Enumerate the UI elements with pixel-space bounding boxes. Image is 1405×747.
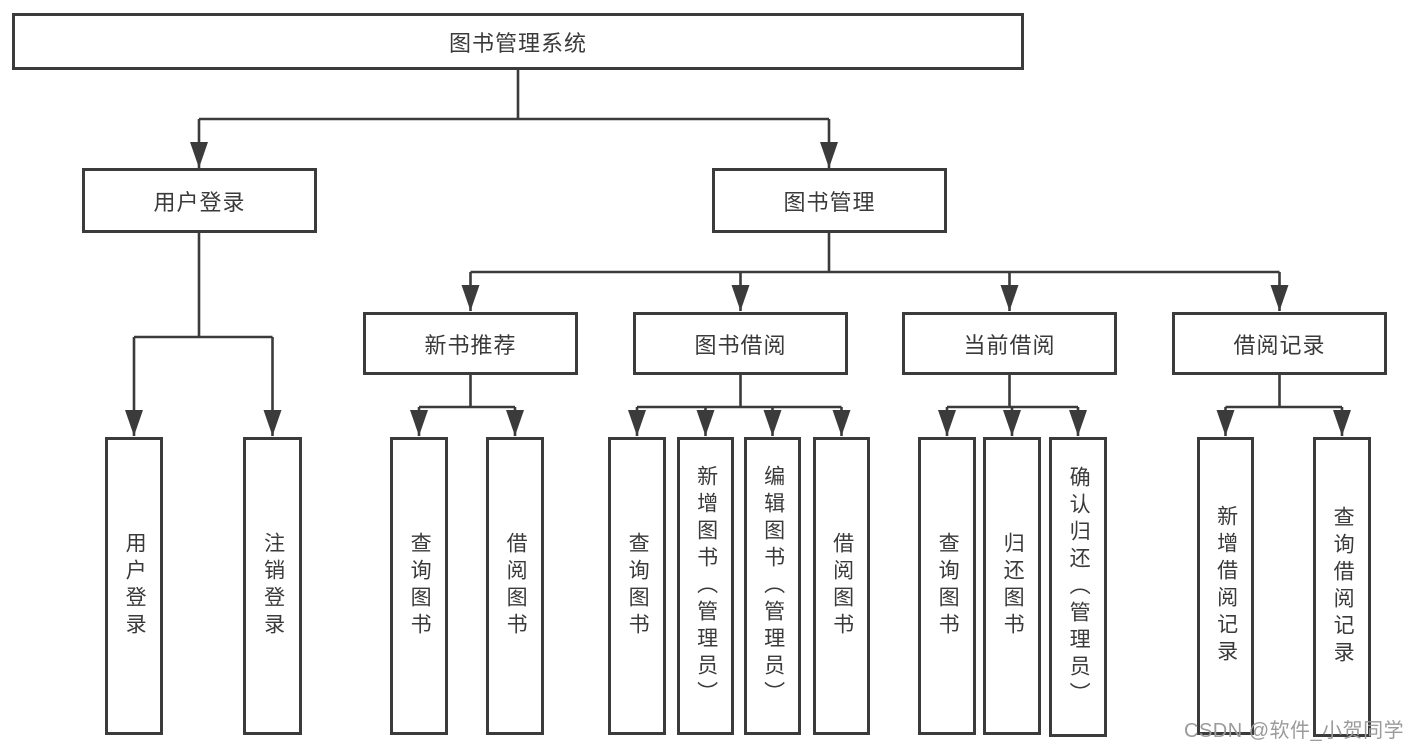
node-query-borrow-record-label: 查询借阅记录 <box>1331 506 1355 668</box>
node-borrow-query-books-label: 查询图书 <box>626 532 650 640</box>
node-query-borrow-record: 查询借阅记录 <box>1313 437 1371 737</box>
node-recommend-borrow-books-label: 借阅图书 <box>504 532 528 640</box>
node-recommend-query-books: 查询图书 <box>390 437 448 735</box>
node-book-management: 图书管理 <box>712 168 947 233</box>
node-recommend-borrow-books: 借阅图书 <box>486 437 544 735</box>
node-return-books: 归还图书 <box>983 437 1041 735</box>
node-logout-label: 注销登录 <box>261 532 285 640</box>
node-borrow-books: 借阅图书 <box>813 437 870 735</box>
node-current-query-books: 查询图书 <box>918 437 976 735</box>
node-borrow-books-label: 借阅图书 <box>830 532 854 640</box>
node-return-books-label: 归还图书 <box>1001 532 1025 640</box>
node-borrow-records: 借阅记录 <box>1172 312 1387 375</box>
node-book-management-label: 图书管理 <box>783 189 876 215</box>
node-recommend-query-books-label: 查询图书 <box>408 532 432 640</box>
node-new-book-recommend-label: 新书推荐 <box>424 332 517 358</box>
node-login: 用户登录 <box>105 437 163 735</box>
node-borrow-query-books: 查询图书 <box>608 437 666 735</box>
node-add-borrow-record: 新增借阅记录 <box>1197 437 1254 735</box>
node-borrow-records-label: 借阅记录 <box>1233 332 1326 358</box>
node-confirm-return-admin-label: 确认归还（管理员） <box>1067 465 1091 709</box>
node-current-borrow-label: 当前借阅 <box>963 332 1056 358</box>
node-edit-books-admin: 编辑图书（管理员） <box>744 437 801 735</box>
connector-arrows <box>125 119 1351 436</box>
node-book-borrow-label: 图书借阅 <box>694 332 787 358</box>
node-current-query-books-label: 查询图书 <box>936 532 960 640</box>
node-book-borrow: 图书借阅 <box>633 312 848 375</box>
node-user-login-label: 用户登录 <box>153 189 246 215</box>
node-add-books-admin-label: 新增图书（管理员） <box>694 464 718 708</box>
node-user-login: 用户登录 <box>82 168 317 233</box>
node-new-book-recommend: 新书推荐 <box>363 312 578 375</box>
node-logout: 注销登录 <box>243 437 302 735</box>
csdn-watermark: CSDN @软件_小贺同学 <box>1184 720 1405 742</box>
node-edit-books-admin-label: 编辑图书（管理员） <box>761 464 785 708</box>
node-add-borrow-record-label: 新增借阅记录 <box>1214 505 1238 667</box>
node-root-label: 图书管理系统 <box>448 30 587 56</box>
node-login-label: 用户登录 <box>123 532 147 640</box>
node-add-books-admin: 新增图书（管理员） <box>677 437 734 735</box>
connector-rails <box>134 70 1342 409</box>
node-confirm-return-admin: 确认归还（管理员） <box>1049 437 1107 737</box>
node-root: 图书管理系统 <box>12 13 1024 70</box>
node-current-borrow: 当前借阅 <box>902 312 1117 375</box>
